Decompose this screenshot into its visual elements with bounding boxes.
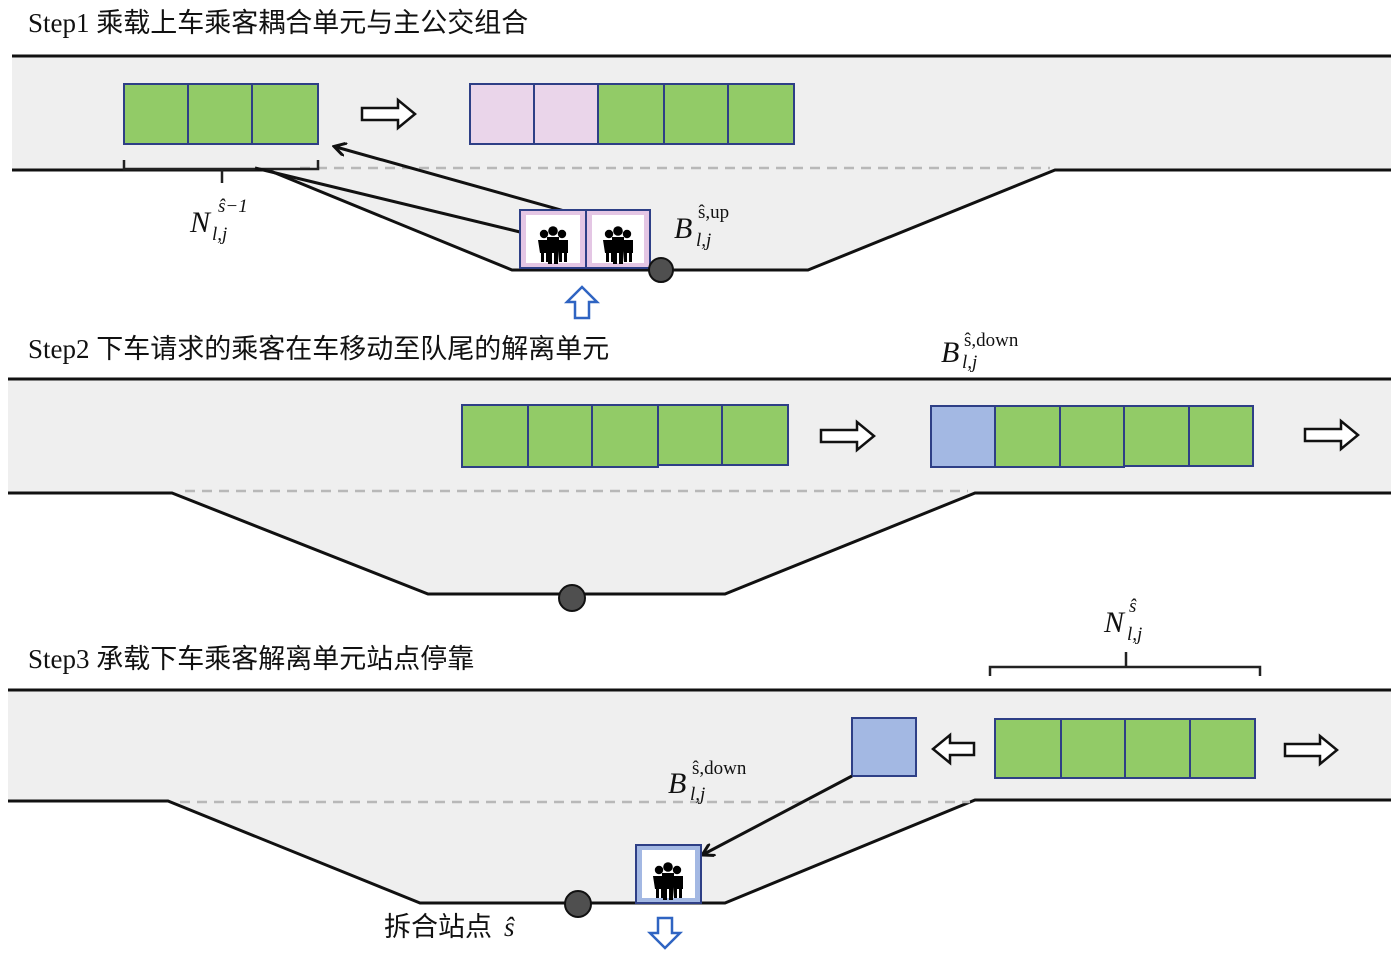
unit-green xyxy=(251,83,319,145)
unit-green xyxy=(123,83,189,145)
unit-green xyxy=(994,405,1061,468)
step3: Step3 承载下车乘客解离单元站点停靠 N xyxy=(8,596,1391,950)
svg-text:B: B xyxy=(941,336,959,369)
step2: Step2 下车请求的乘客在车移动至队尾的解离单元 B l,j ŝ,down xyxy=(8,330,1391,612)
hollow-right-arrow-icon xyxy=(1283,733,1339,767)
unit-green xyxy=(657,404,723,466)
step2-left-platoon xyxy=(461,404,789,468)
step2-title: Step2 下车请求的乘客在车移动至队尾的解离单元 xyxy=(28,334,609,364)
step1-brace xyxy=(122,160,320,183)
step1-boarding-units xyxy=(519,209,651,269)
svg-text:l,j: l,j xyxy=(1127,624,1142,645)
svg-text:ŝ,up: ŝ,up xyxy=(698,202,729,223)
unit-green xyxy=(461,404,529,468)
unit-green xyxy=(994,718,1062,779)
step1-road xyxy=(12,56,1391,270)
station-stop-icon xyxy=(648,257,674,283)
unit-green xyxy=(597,83,665,145)
label-B-down-step3: B l,j ŝ,down xyxy=(668,758,747,805)
label-N-prev: N l,j ŝ−1 xyxy=(189,196,248,245)
svg-text:l,j: l,j xyxy=(696,230,711,251)
step3-docked-unit xyxy=(635,844,702,904)
hollow-right-arrow-icon xyxy=(819,419,876,453)
step3-pointer-arrow xyxy=(704,774,853,854)
unit-pink xyxy=(469,83,535,145)
svg-text:ŝ: ŝ xyxy=(1129,596,1137,617)
step1-combined-platoon xyxy=(469,83,795,145)
station-stop-icon xyxy=(558,584,586,612)
svg-text:l,j: l,j xyxy=(690,784,705,805)
station-stop-icon xyxy=(564,890,592,918)
unit-green xyxy=(1059,405,1125,468)
station-label: 拆合站点 ŝ xyxy=(384,912,515,942)
unit-green xyxy=(527,404,593,468)
unit-pink xyxy=(533,83,599,145)
svg-text:l,j: l,j xyxy=(962,352,977,373)
hollow-left-arrow-icon xyxy=(931,732,976,766)
svg-text:N: N xyxy=(189,206,212,239)
label-B-up: B l,j ŝ,up xyxy=(674,202,729,251)
label-B-down: B l,j ŝ,down xyxy=(941,330,1019,373)
svg-text:N: N xyxy=(1103,606,1126,639)
blue-up-arrow-icon xyxy=(563,285,601,320)
blue-down-arrow-icon xyxy=(646,916,684,950)
step1-title: Step1 乘载上车乘客耦合单元与主公交组合 xyxy=(28,8,528,38)
step3-title: Step3 承载下车乘客解离单元站点停靠 xyxy=(28,644,474,674)
svg-text:B: B xyxy=(674,212,692,245)
unit-blue xyxy=(930,405,996,468)
step3-main-platoon xyxy=(994,718,1256,779)
unit-green xyxy=(591,404,659,468)
unit-green xyxy=(187,83,253,145)
step1-left-platoon xyxy=(123,83,319,145)
svg-text:拆合站点: 拆合站点 xyxy=(384,912,492,942)
svg-text:ŝ,down: ŝ,down xyxy=(692,758,747,779)
unit-green xyxy=(727,83,795,145)
step3-brace xyxy=(988,652,1262,676)
svg-text:ŝ,down: ŝ,down xyxy=(964,330,1019,351)
svg-text:l,j: l,j xyxy=(212,224,227,245)
step2-right-platoon xyxy=(930,405,1254,468)
unit-green xyxy=(1124,718,1191,779)
hollow-right-arrow-icon xyxy=(1303,418,1360,452)
step1-connector-line xyxy=(254,166,521,234)
label-N-current: N l,j ŝ xyxy=(1103,596,1142,645)
unit-green xyxy=(1123,405,1190,467)
unit-green xyxy=(1060,718,1126,779)
svg-text:B: B xyxy=(668,767,686,800)
hollow-right-arrow-icon xyxy=(360,97,417,131)
unit-blue-detached xyxy=(851,717,917,777)
unit-green xyxy=(721,404,789,466)
unit-green xyxy=(1189,718,1256,779)
step1: Step1 乘载上车乘客耦合单元与主公交组合 xyxy=(12,8,1391,320)
svg-text:ŝ−1: ŝ−1 xyxy=(218,196,248,217)
svg-text:ŝ: ŝ xyxy=(504,912,515,942)
unit-green xyxy=(663,83,729,145)
unit-green xyxy=(1188,405,1254,467)
